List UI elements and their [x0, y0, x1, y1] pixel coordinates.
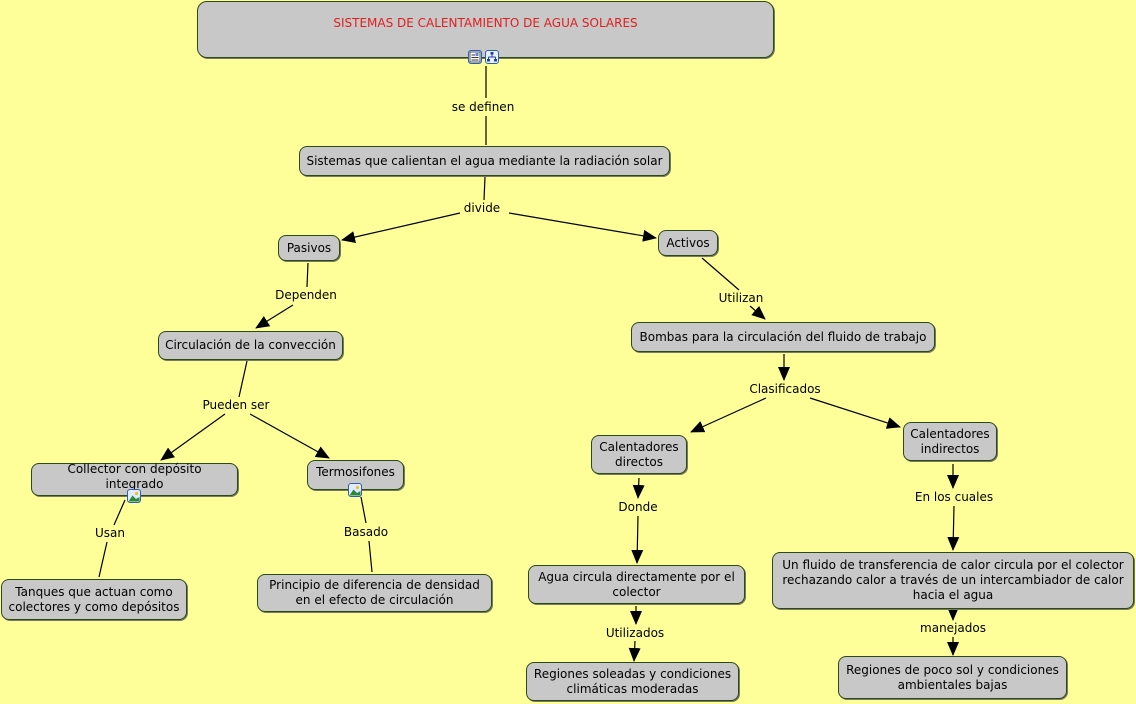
map-title[interactable]: SISTEMAS DE CALENTAMIENTO DE AGUA SOLARE… [197, 1, 774, 58]
concept-sistemas[interactable]: Sistemas que calientan el agua mediante … [299, 146, 670, 176]
line-activos-utilizan [701, 257, 740, 291]
concept-map-icon[interactable] [485, 50, 499, 64]
line-sistemas-divide [483, 176, 486, 201]
line-colector-usan [113, 499, 126, 526]
line-divide-pasivos [341, 212, 461, 243]
line-donde-agua [631, 515, 644, 564]
concept-principio[interactable]: Principio de diferencia de densidad en e… [257, 574, 492, 612]
concept-regiones-soleadas[interactable]: Regiones soleadas y condiciones climátic… [526, 662, 739, 701]
link-divide[interactable]: divide [461, 201, 503, 215]
line-basado-principio [368, 540, 373, 573]
line-clasificados-indirectos [809, 397, 901, 429]
line-termosifones-basado [360, 496, 367, 524]
link-dependen[interactable]: Dependen [273, 288, 339, 302]
line-usan-tanques [98, 541, 108, 578]
line-puedenser-colector [160, 413, 226, 461]
link-se-definen[interactable]: se definen [449, 100, 517, 114]
image-icon[interactable] [127, 489, 141, 503]
concept-bombas[interactable]: Bombas para la circulación del fluido de… [631, 322, 935, 352]
line-puedenser-termosifones [249, 413, 330, 459]
link-clasificados[interactable]: Clasificados [747, 382, 823, 396]
link-pueden-ser[interactable]: Pueden ser [200, 398, 272, 412]
line-divide-activos [508, 212, 657, 242]
concept-fluido[interactable]: Un fluido de transferencia de calor circ… [772, 552, 1134, 609]
document-image-icon[interactable] [468, 50, 482, 64]
line-clasificados-directos [690, 397, 767, 433]
line-dependen-circulacion [255, 304, 294, 329]
link-utilizan[interactable]: Utilizan [716, 291, 766, 305]
line-enloscuales-fluido [947, 505, 960, 551]
map-title-text: SISTEMAS DE CALENTAMIENTO DE AGUA SOLARE… [333, 16, 638, 30]
concept-agua-circula[interactable]: Agua circula directamente por el colecto… [528, 565, 745, 604]
link-manejados[interactable]: manejados [918, 621, 988, 635]
concept-regiones-poco-sol[interactable]: Regiones de poco sol y condiciones ambie… [838, 656, 1067, 699]
link-utilizados[interactable]: Utilizados [603, 626, 667, 640]
image-icon[interactable] [348, 483, 362, 497]
concept-pasivos[interactable]: Pasivos [278, 235, 340, 261]
concept-activos[interactable]: Activos [658, 230, 718, 256]
line-pasivos-dependen [306, 262, 309, 288]
concept-circulacion[interactable]: Circulación de la convección [158, 331, 343, 360]
concept-calentadores-indirectos[interactable]: Calentadores indirectos [903, 422, 997, 461]
link-basado[interactable]: Basado [341, 525, 391, 539]
line-utilizan-bombas [749, 305, 766, 320]
link-donde[interactable]: Donde [616, 500, 660, 514]
concept-tanques[interactable]: Tanques que actuan como colectores y com… [1, 579, 187, 620]
line-utilizados-regiones [628, 640, 641, 662]
concept-calentadores-directos[interactable]: Calentadores directos [591, 435, 687, 474]
link-usan[interactable]: Usan [93, 526, 127, 540]
line-circulacion-puedenser [238, 360, 248, 398]
line-directos-donde [632, 477, 645, 499]
link-en-los-cuales[interactable]: En los cuales [912, 490, 996, 504]
